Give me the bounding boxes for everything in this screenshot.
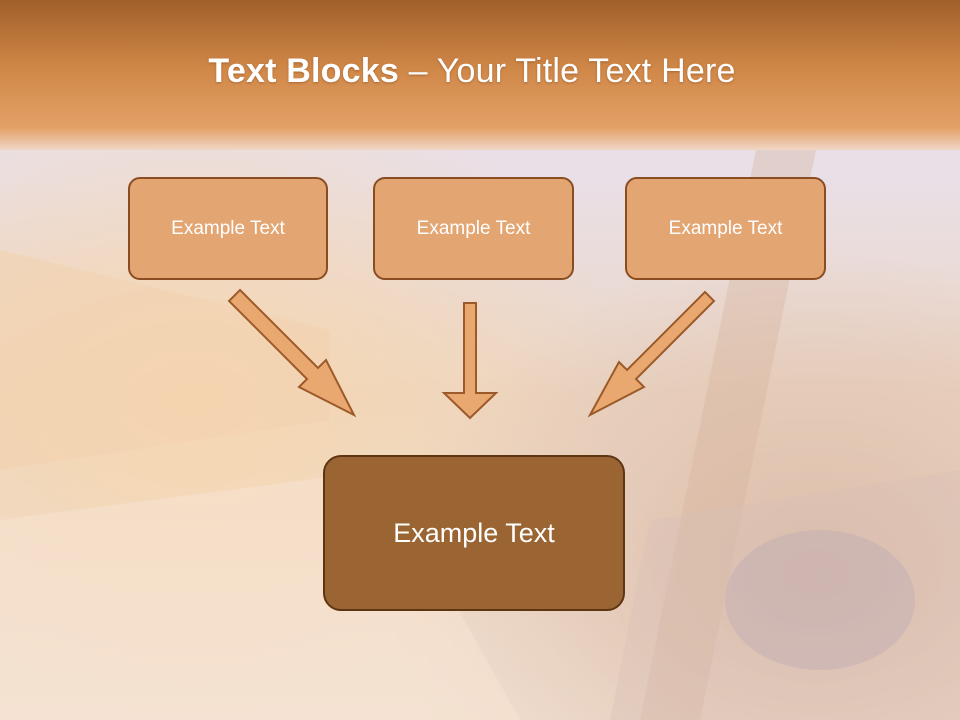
text-block-right-label: Example Text: [668, 217, 783, 239]
title-dash: –: [398, 52, 437, 90]
text-block-center: Example Text: [373, 177, 574, 280]
text-block-right: Example Text: [625, 177, 826, 280]
text-block-left-label: Example Text: [171, 217, 285, 239]
text-block-left: Example Text: [128, 177, 328, 280]
text-block-main: Example Text: [323, 455, 625, 611]
slide-title: Text Blocks – Your Title Text Here: [0, 52, 944, 91]
text-block-center-label: Example Text: [416, 217, 531, 239]
title-bold-part: Text Blocks: [208, 52, 399, 90]
text-block-main-label: Example Text: [393, 517, 555, 548]
title-rest: Your Title Text Here: [436, 52, 736, 90]
